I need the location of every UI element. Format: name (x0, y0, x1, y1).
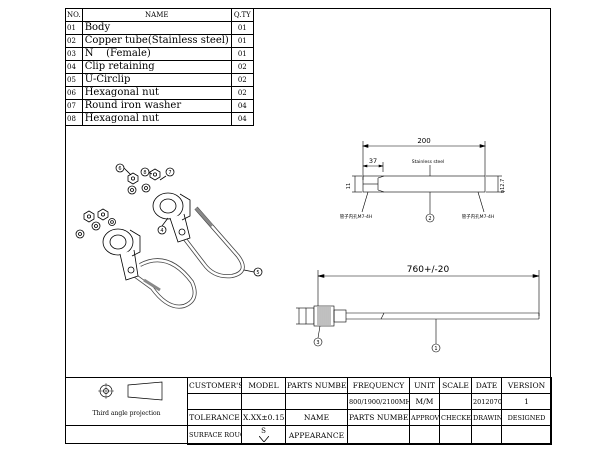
parts-number-header: PARTS NUMBER (285, 377, 348, 394)
customers-header: CUSTOMER'S (187, 377, 242, 394)
model-value (241, 393, 286, 410)
date-value: 20120704 (471, 393, 502, 410)
blank-cell (65, 425, 188, 445)
blank-cell (439, 425, 472, 445)
balloon-text: 6 (118, 166, 121, 172)
drawing-label: DRAWING (471, 409, 502, 426)
projection-label: Third angle projection (65, 409, 188, 426)
balloon-text: 7 (168, 170, 171, 176)
appearance-label: APPEARANCE (285, 425, 348, 445)
tube-detail-view (352, 141, 502, 223)
assembly-length-view (296, 270, 540, 353)
tolerance-value: X.XX±0.15 (241, 409, 286, 426)
part-qty: 04 (230, 112, 254, 126)
appearance-value (347, 425, 410, 445)
version-header: VERSION (501, 377, 552, 394)
designed-label: DESIGNED (501, 409, 552, 426)
unit-header: UNIT (409, 377, 440, 394)
blank-cell (471, 425, 502, 445)
dim-37: 37 (369, 157, 377, 165)
part-no: 08 (65, 112, 83, 126)
dim-right-side: φ12.7 (500, 179, 506, 193)
balloon-2-text: 2 (428, 216, 431, 222)
parts-number-value (285, 393, 348, 410)
unit-value: M/M (409, 393, 440, 410)
projection-symbol-icon (97, 381, 162, 401)
frequency-value: 800/1900/2100MHz (347, 393, 410, 410)
roughness-symbol-cell: S (241, 425, 286, 445)
parts-number-label: PARTS NUMBER (347, 409, 410, 426)
title-block: CUSTOMER'S MODEL PARTS NUMBER FREQUENCY … (65, 377, 552, 445)
balloon-3-text: 3 (316, 340, 319, 346)
exploded-balloons (115, 163, 263, 277)
dim-760: 760+/-20 (407, 265, 450, 275)
customers-value (187, 393, 242, 410)
callout-right: 管子内孔M7-4H (462, 213, 495, 220)
balloon-1-text: 1 (434, 346, 437, 352)
blank-cell (409, 425, 440, 445)
projection-cell (65, 377, 188, 410)
nuts-and-washers (75, 168, 161, 239)
exploded-view: 6 8 7 4 5 (75, 163, 263, 309)
balloon-text: 5 (256, 270, 259, 276)
blank-cell (501, 425, 552, 445)
roughness-triangle-icon (258, 435, 269, 443)
u-bolt-upper (176, 206, 245, 279)
scale-header: SCALE (439, 377, 472, 394)
frequency-header: FREQUENCY (347, 377, 410, 394)
material-label: Stainless steel (412, 159, 445, 165)
balloon-text: 8 (143, 170, 146, 176)
callout-left: 管子内孔M7-4H (340, 213, 373, 220)
tube-detail-labels: 200 37 Stainless steel 11 φ12.7 管子内孔M7-4… (340, 137, 506, 222)
dim-left-side: 11 (346, 183, 352, 189)
clip-bracket-lower (102, 228, 141, 281)
u-bolt-lower (128, 258, 197, 309)
date-header: DATE (471, 377, 502, 394)
scale-value (439, 393, 472, 410)
model-header: MODEL (241, 377, 286, 394)
version-value: 1 (501, 393, 552, 410)
approved-label: APPROVED (409, 409, 440, 426)
assembly-labels: 760+/-20 3 1 (316, 265, 449, 352)
balloon-text: 4 (160, 228, 163, 234)
roughness-symbol: S (261, 427, 266, 435)
part-name: Hexagonal nut (81, 112, 232, 126)
surface-roughness-label: SURFACE ROUGHNESS (187, 425, 242, 445)
clip-bracket-upper (152, 192, 191, 243)
name-label: NAME (285, 409, 348, 426)
tolerance-label: TOLERANCE (187, 409, 242, 426)
dim-200: 200 (417, 137, 430, 145)
